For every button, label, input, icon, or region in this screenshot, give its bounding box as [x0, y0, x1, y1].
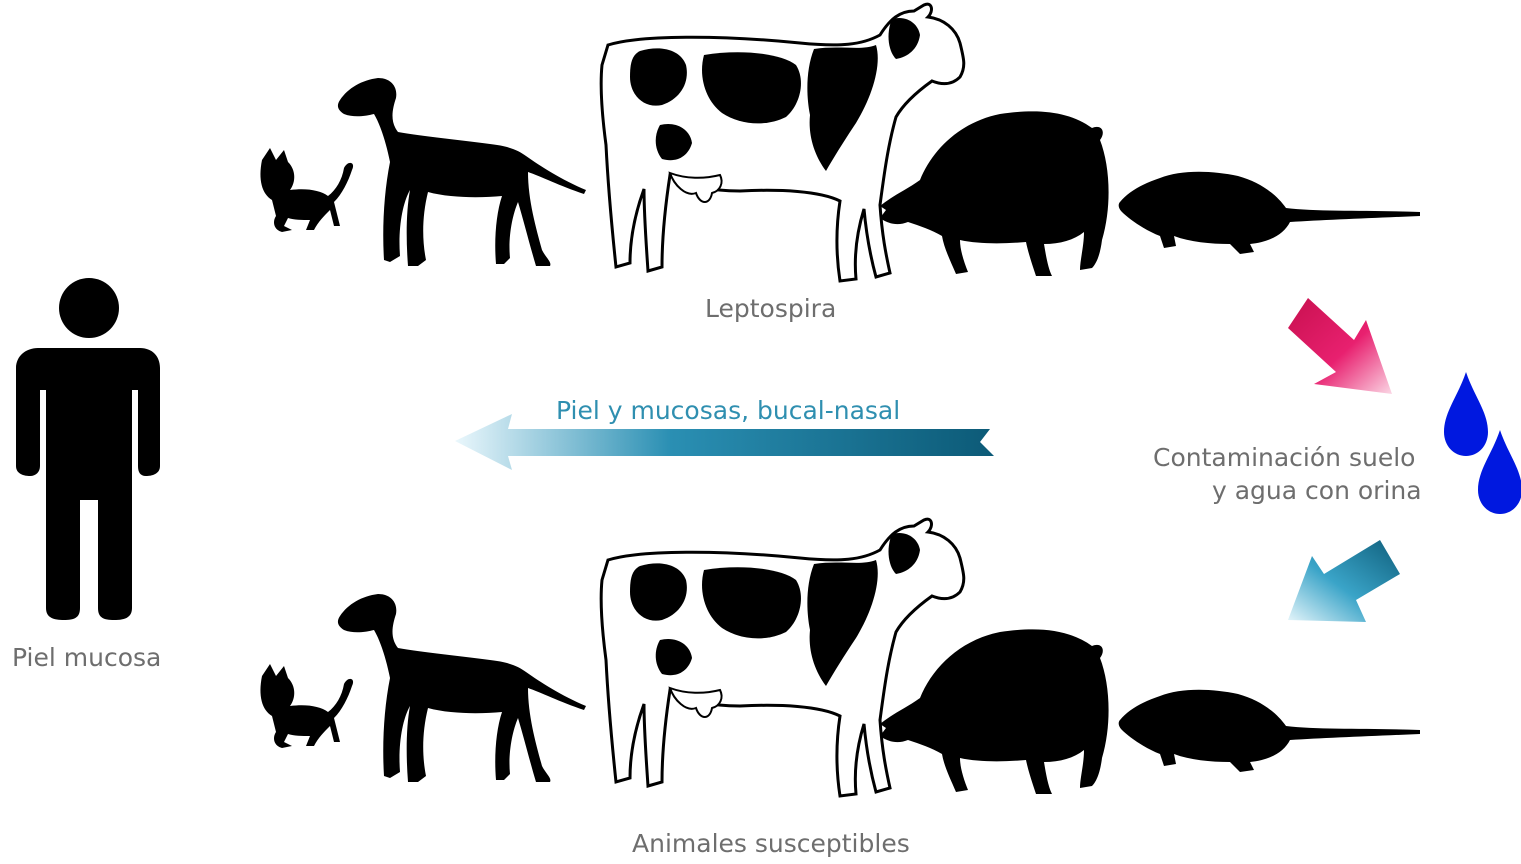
- arrow-down-left-icon: [1288, 540, 1400, 622]
- cat-icon: [260, 664, 353, 748]
- bottom-animal-row: [260, 519, 1420, 796]
- water-drop-icon: [1444, 372, 1521, 514]
- piel-mucosa-label: Piel mucosa: [12, 642, 161, 674]
- leptospira-label: Leptospira: [705, 293, 836, 325]
- contamination-label-line2: y agua con orina: [1212, 475, 1422, 507]
- rat-icon: [1119, 172, 1420, 254]
- contamination-label-line1: Contaminación suelo: [1153, 442, 1415, 474]
- cow-icon: [601, 519, 964, 796]
- dog-icon: [338, 594, 586, 782]
- pig-icon: [880, 111, 1109, 276]
- arrow-down-right-icon: [1288, 298, 1392, 394]
- rat-icon: [1119, 690, 1420, 772]
- person-icon: [16, 278, 160, 620]
- dog-icon: [338, 78, 586, 266]
- cow-icon: [601, 4, 964, 281]
- top-animal-row: [260, 4, 1420, 281]
- animales-susceptibles-label: Animales susceptibles: [632, 828, 910, 860]
- route-label: Piel y mucosas, bucal-nasal: [556, 395, 900, 427]
- cat-icon: [260, 148, 353, 232]
- pig-icon: [880, 629, 1109, 794]
